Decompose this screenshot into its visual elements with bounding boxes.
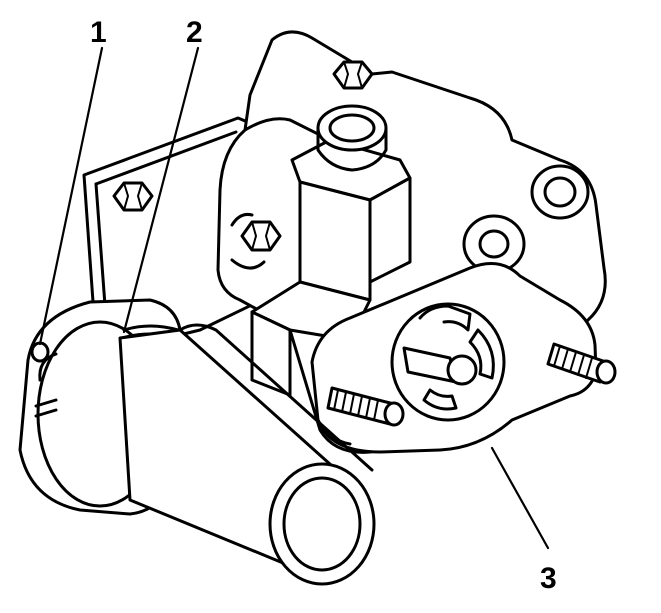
drive-tube	[118, 323, 376, 586]
stud-left	[326, 386, 405, 427]
callout-2: 2	[186, 16, 203, 49]
callout-3: 3	[540, 562, 557, 595]
top-bolt	[332, 60, 374, 90]
locating-hole	[30, 341, 50, 363]
middle-bolt	[240, 220, 282, 252]
right-boss-upper	[530, 164, 590, 220]
bracket-bolt	[112, 181, 154, 212]
stud-right	[546, 342, 617, 385]
drive-shaft-opening	[390, 302, 506, 422]
valve-block	[250, 138, 412, 397]
leader-lines	[38, 46, 550, 550]
callout-1: 1	[90, 16, 107, 49]
outlet-port-fitting	[316, 104, 388, 172]
